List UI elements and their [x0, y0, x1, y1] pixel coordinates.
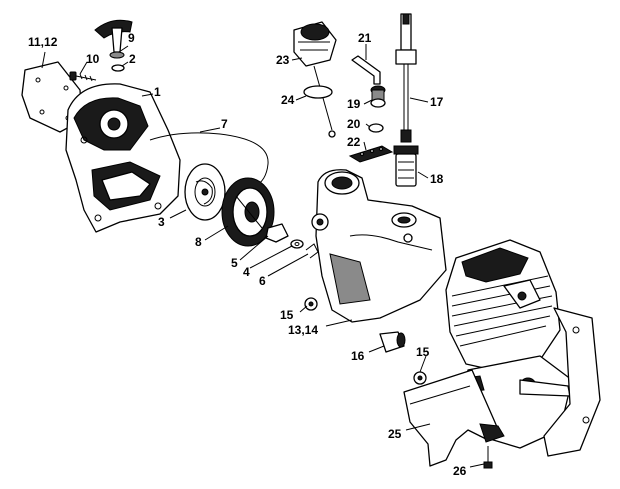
nipple-16	[379, 331, 406, 353]
screw-10	[69, 71, 97, 82]
label-15b: 15	[416, 345, 430, 359]
filler-cap	[293, 21, 337, 138]
washer-2	[111, 64, 125, 72]
fitting-19	[370, 85, 386, 108]
grommet-22	[348, 145, 394, 163]
label-25: 25	[388, 427, 402, 441]
label-13-14: 13,14	[288, 323, 318, 337]
fuel-pickup	[393, 145, 419, 187]
label-23: 23	[276, 53, 290, 67]
label-3: 3	[158, 215, 165, 229]
label-7: 7	[221, 117, 228, 131]
rope-rotor	[221, 177, 275, 247]
label-19: 19	[347, 97, 361, 111]
seal-24	[303, 85, 333, 99]
label-1: 1	[154, 85, 161, 99]
label-6: 6	[259, 274, 266, 288]
label-18: 18	[430, 172, 444, 186]
rod-21	[351, 55, 381, 85]
starter-rope	[149, 132, 269, 189]
label-22: 22	[347, 135, 361, 149]
label-21: 21	[358, 31, 372, 45]
bracket-25	[403, 369, 505, 467]
label-11-12: 11,12	[28, 35, 58, 49]
label-10: 10	[86, 52, 100, 66]
label-24: 24	[281, 93, 295, 107]
label-20: 20	[347, 117, 361, 131]
label-17: 17	[430, 95, 444, 109]
label-5: 5	[231, 256, 238, 270]
label-26: 26	[453, 464, 467, 478]
label-9: 9	[128, 31, 135, 45]
label-2: 2	[129, 52, 136, 66]
label-15a: 15	[280, 308, 294, 322]
starter-grip	[94, 19, 133, 59]
label-8: 8	[195, 235, 202, 249]
callout-labels: 11,12 10 9 2 1 7 3 8 5 4 6 15 13,14 16 1…	[28, 31, 467, 478]
pawl	[265, 223, 289, 243]
oring-20	[368, 123, 384, 133]
label-4: 4	[243, 265, 250, 279]
screw-26	[483, 446, 493, 469]
spring-plate	[184, 163, 226, 221]
fuel-line	[395, 13, 417, 143]
tank-housing	[311, 169, 447, 323]
label-16: 16	[351, 349, 365, 363]
spring-clip	[305, 243, 319, 259]
washer-4	[290, 239, 304, 249]
leader-lines	[41, 44, 485, 468]
fan-housing	[65, 83, 181, 233]
screw-15b	[413, 371, 427, 385]
